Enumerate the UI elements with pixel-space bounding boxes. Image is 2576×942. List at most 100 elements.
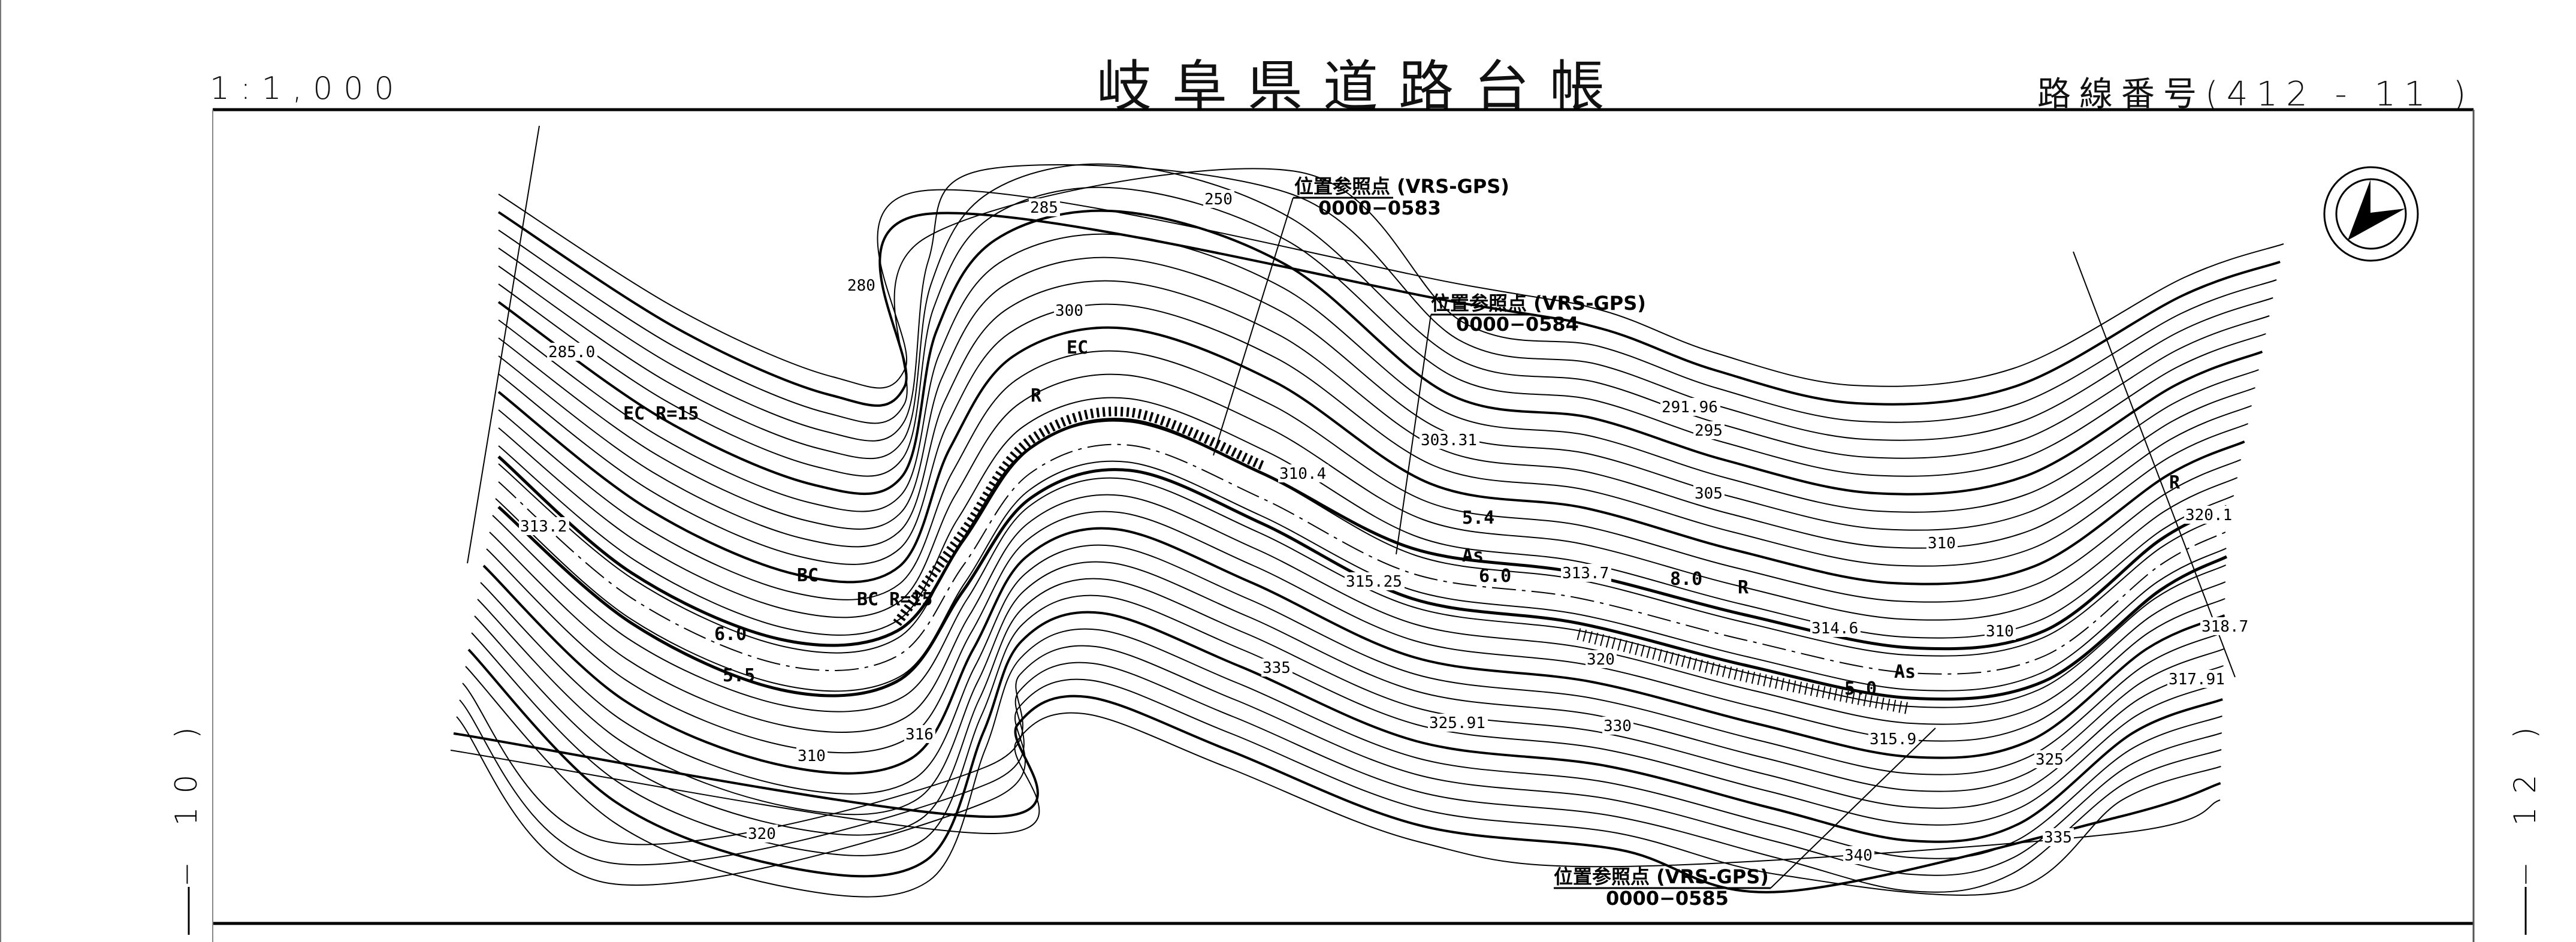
contour-line	[471, 594, 2224, 856]
road-label: R	[1031, 385, 1042, 406]
contour-line	[497, 211, 2281, 407]
contour-line	[498, 233, 2259, 513]
elevation-label: 325	[2036, 751, 2064, 769]
contour-line	[474, 578, 2224, 836]
contour-line	[453, 695, 2221, 893]
elevation-label: 291.96	[1662, 398, 1718, 416]
contour-line	[482, 527, 2225, 775]
elevation-label: 340	[1844, 847, 1873, 865]
elevation-label: 313.7	[1562, 564, 1609, 582]
road-label: 5.0	[1844, 678, 1877, 699]
road-label: BC	[797, 565, 819, 586]
contour-line	[498, 164, 2273, 442]
route-number: 路線番号(412 - 11 )	[2037, 75, 2475, 114]
contour-line	[465, 628, 2222, 898]
elevation-label: 315.9	[1870, 730, 1916, 748]
elevation-label: 317.91	[2169, 671, 2225, 689]
elevation-label: 330	[1603, 717, 1632, 735]
elevation-label: 280	[847, 277, 875, 295]
road-label: EC R=15	[623, 403, 699, 424]
elevation-label: 320.1	[2185, 506, 2232, 524]
reference-point-title: 位置参照点 (VRS-GPS)	[1431, 292, 1646, 315]
elevation-label: 315.25	[1346, 573, 1402, 591]
elevation-label: 285.0	[548, 343, 595, 361]
contour-line	[456, 678, 2221, 896]
page-edge	[0, 0, 1, 942]
elevation-labels: 250285280300285.0303.31291.96295305310.4…	[519, 190, 2251, 865]
elevation-label: 305	[1695, 485, 1723, 503]
elevation-label: 303.31	[1421, 431, 1477, 449]
elevation-label: 320	[1587, 651, 1615, 669]
elevation-label: 335	[1263, 659, 1291, 677]
elevation-label: 335	[2044, 829, 2072, 847]
elevation-label: 316	[905, 726, 934, 744]
boundary-line	[467, 125, 540, 564]
elevation-label: 320	[748, 825, 776, 843]
contour-line	[497, 209, 2263, 496]
contour-line	[498, 373, 2238, 621]
road-label: 8.0	[1670, 569, 1702, 590]
elevation-label: 325.91	[1429, 714, 1485, 732]
contour-line	[498, 168, 2277, 424]
reference-point-0583: 位置参照点 (VRS-GPS) 0000−0583	[1213, 175, 1509, 456]
road-label: EC	[1067, 337, 1088, 358]
elevation-label: 313.2	[520, 518, 567, 536]
road-label: As	[1462, 545, 1484, 566]
contour-line	[498, 303, 2249, 567]
contour-line	[498, 163, 2270, 460]
road-label: 6.0	[1479, 566, 1511, 587]
elevation-label: 310.4	[1279, 465, 1326, 483]
reference-point-title: 位置参照点 (VRS-GPS)	[1294, 175, 1509, 198]
contour-line	[497, 326, 2245, 585]
map-scale: 1:1,000	[210, 71, 405, 107]
slope-hatch	[1577, 628, 1912, 715]
boundary-line	[2073, 251, 2236, 678]
elevation-label: 300	[1055, 302, 1083, 320]
reference-point-title: 位置参照点 (VRS-GPS)	[1554, 865, 1769, 888]
page-title: 岐阜県道路台帳	[1097, 55, 1626, 119]
contour-line	[486, 511, 2225, 754]
contour-line	[459, 662, 2222, 893]
contour-line	[462, 645, 2222, 876]
elevation-label: 318.7	[2201, 618, 2248, 636]
elevation-label: 295	[1695, 422, 1723, 440]
road-label: BC R=15	[857, 589, 932, 610]
road-edge	[497, 418, 2228, 651]
reference-point-0584: 位置参照点 (VRS-GPS) 0000−0584	[1396, 292, 1646, 555]
reference-point-code: 0000−0583	[1318, 197, 1441, 219]
contour-line	[498, 256, 2255, 531]
road-label: 6.0	[714, 624, 747, 645]
contour-line	[467, 611, 2223, 878]
contour-line	[498, 350, 2242, 603]
road-label: R	[1738, 577, 1749, 598]
contour-line	[477, 561, 2224, 816]
elevation-label: 310	[1986, 623, 2014, 641]
north-arrow-icon	[2323, 166, 2419, 262]
road-label: R	[2169, 472, 2181, 493]
reference-point-code: 0000−0585	[1606, 887, 1729, 910]
contour-line	[498, 189, 2284, 389]
road-edge	[497, 468, 2228, 701]
road-alignment	[467, 125, 2236, 715]
contour-line	[498, 186, 2266, 477]
road-label: As	[1894, 662, 1916, 683]
elevation-label: 314.6	[1811, 620, 1858, 638]
reference-point-code: 0000−0584	[1456, 313, 1579, 336]
elevation-label: 310	[1928, 535, 1956, 552]
road-label: 5.4	[1462, 508, 1494, 529]
contour-line	[492, 477, 2227, 712]
contour-line	[495, 460, 2227, 692]
reference-point-0585: 位置参照点 (VRS-GPS) 0000−0585	[1554, 727, 1936, 910]
contour-line	[498, 397, 2234, 639]
contour-line	[498, 280, 2252, 549]
contour-line	[489, 494, 2226, 733]
elevation-label: 310	[798, 747, 826, 765]
road-centerline	[498, 443, 2227, 675]
elevation-label: 250	[1204, 191, 1233, 209]
contour-lines	[450, 163, 2284, 898]
road-label: 5.5	[723, 665, 755, 686]
contour-line	[450, 712, 2221, 868]
contour-line	[480, 544, 2225, 795]
